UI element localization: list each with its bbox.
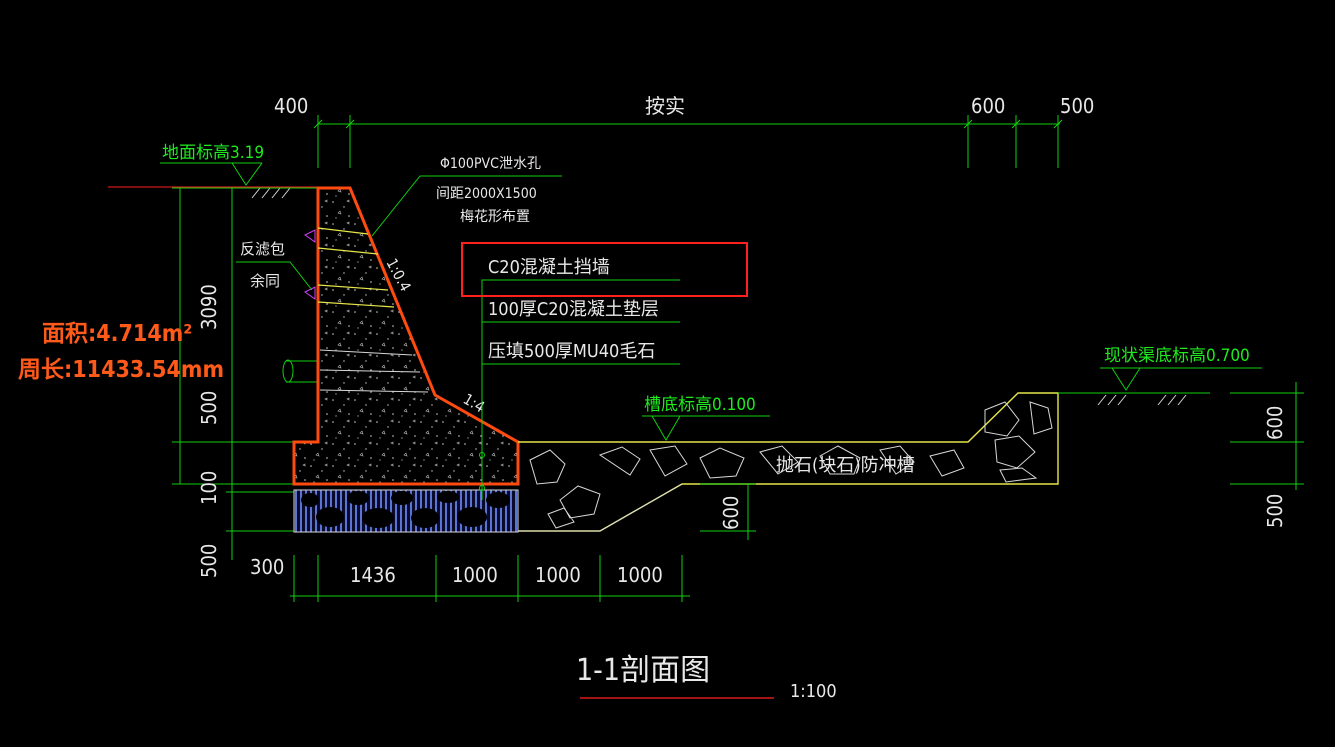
dim-left-500: 500	[197, 391, 221, 425]
retaining-wall	[292, 186, 520, 486]
dim-top-500: 500	[1060, 94, 1094, 118]
pipe-note: Φ100PVC泄水孔 间距2000X1500 梅花形布置	[371, 156, 562, 237]
highlight-box	[461, 242, 748, 297]
right-dimension: 600 500	[1230, 382, 1304, 528]
left-dimension: 3090 500 100 500	[172, 187, 318, 578]
filter-note: 反滤包 余同	[236, 240, 313, 291]
dim-left-500b: 500	[197, 544, 221, 578]
drain-pipe	[282, 359, 318, 383]
dim-mid-600: 600	[719, 496, 743, 530]
riprap-trough	[518, 392, 1059, 532]
dim-right-500: 500	[1263, 494, 1287, 528]
filter-note-line2: 余同	[250, 272, 280, 290]
pipe-note-line3: 梅花形布置	[460, 209, 530, 225]
cushion-label: 100厚C20混凝土垫层	[488, 299, 659, 320]
material-notes: C20混凝土挡墙 100厚C20混凝土垫层 压填500厚MU40毛石	[461, 242, 748, 500]
perimeter-readout: 周长:11433.54mm	[18, 357, 224, 383]
ground-elevation-label: 地面标高3.19	[162, 143, 264, 163]
bottom-dimension: 300 1436 1000 1000 1000	[250, 555, 690, 602]
stone-fill-label: 压填500厚MU40毛石	[488, 341, 655, 362]
trough-elevation-marker: 槽底标高0.100	[642, 395, 770, 441]
dim-bottom-1436: 1436	[350, 563, 396, 587]
dim-right-600: 600	[1263, 406, 1287, 440]
dim-bottom-1000c: 1000	[617, 563, 663, 587]
top-dimension: 400 按实 600 500	[274, 94, 1094, 168]
drawing-title: 1-1剖面图 1:100	[576, 653, 837, 702]
canal-elevation-marker: 现状渠底标高0.700	[1058, 346, 1262, 406]
dim-bottom-300: 300	[250, 555, 284, 579]
title-text: 1-1剖面图	[576, 653, 710, 688]
filter-note-line1: 反滤包	[240, 240, 285, 258]
pipe-note-line1: Φ100PVC泄水孔	[440, 156, 541, 172]
mid-dimension: 600	[700, 483, 756, 540]
canal-elevation-label: 现状渠底标高0.700	[1104, 346, 1250, 366]
area-readout: 面积:4.714m²	[42, 321, 192, 347]
dim-left-3090: 3090	[197, 284, 221, 330]
dim-bottom-1000b: 1000	[535, 563, 581, 587]
wall-material-label: C20混凝土挡墙	[488, 257, 610, 278]
dim-left-100: 100	[197, 471, 221, 505]
scale-text: 1:100	[790, 681, 837, 702]
dim-bottom-1000a: 1000	[452, 563, 498, 587]
trough-elevation-label: 槽底标高0.100	[644, 395, 756, 415]
measure-readout: 面积:4.714m² 周长:11433.54mm	[18, 321, 224, 383]
ground-elevation-marker: 地面标高3.19	[108, 143, 318, 199]
riprap-label: 抛石(块石)防冲槽	[776, 455, 915, 476]
dim-top-as-built: 按实	[645, 94, 685, 118]
dim-top-600: 600	[971, 94, 1005, 118]
dim-top-400: 400	[274, 94, 308, 118]
foundation-layer	[293, 489, 519, 533]
pipe-note-line2: 间距2000X1500	[436, 186, 537, 202]
